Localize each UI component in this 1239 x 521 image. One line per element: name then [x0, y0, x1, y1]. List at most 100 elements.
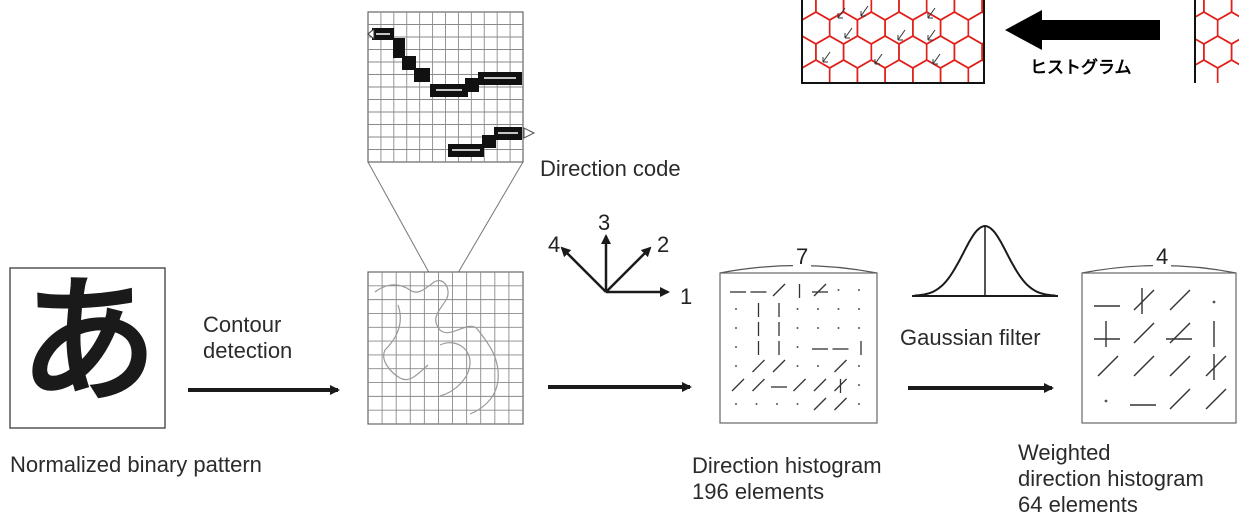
hex-direction-mark — [860, 5, 869, 17]
histogram-mark — [796, 327, 799, 329]
weighted-mark — [1133, 355, 1155, 377]
histogram-mark — [796, 365, 799, 367]
histogram-grid-size-7: 7 — [793, 244, 812, 270]
histogram-mark — [793, 378, 806, 392]
histogram-mark — [858, 289, 860, 291]
hex-cell — [760, 0, 788, 20]
hex-direction-mark — [927, 7, 936, 19]
histogram-mark — [817, 327, 819, 329]
weighted-mark — [1169, 322, 1191, 344]
contour-grid — [367, 271, 524, 425]
histogram-mark — [837, 327, 840, 329]
hex-cell — [953, 0, 983, 21]
weighted-mark — [1169, 388, 1191, 410]
histogram-mark — [817, 308, 819, 310]
hex-cell — [842, 0, 873, 21]
histogram-mark — [858, 403, 860, 405]
hex-cell — [967, 59, 984, 83]
histogram-mark — [813, 378, 827, 392]
histogram-mark — [776, 403, 778, 405]
direction-code-label: Direction code — [540, 156, 681, 181]
hex-cell — [760, 36, 788, 68]
gaussian-curve — [912, 224, 1058, 297]
direction-histogram-label-2: 196 elements — [692, 479, 825, 504]
histogram-mark — [796, 308, 799, 310]
weighted-mark — [1133, 289, 1155, 311]
histogram-jp-label: ヒストグラム — [1030, 58, 1132, 78]
histogram-mark — [735, 327, 737, 329]
hex-cell — [802, 59, 831, 83]
binary-pattern-box — [9, 267, 166, 429]
weighted-mark — [1212, 300, 1216, 304]
hex-cell — [1148, 36, 1176, 68]
histogram-mark — [735, 365, 737, 367]
hex-cell — [1162, 12, 1190, 44]
hex-cell — [981, 41, 984, 63]
axis-label-1: 1 — [680, 284, 693, 309]
histogram-mark — [755, 403, 758, 405]
histogram-mark — [834, 359, 847, 373]
hex-cell — [1230, 0, 1239, 18]
histogram-mark — [837, 289, 840, 291]
hex-direction-mark — [927, 29, 936, 41]
histogram-mark — [735, 308, 737, 310]
histogram-grid-size-4: 4 — [1153, 244, 1172, 270]
histogram-mark — [813, 397, 827, 411]
weighted-histogram-label-3: 64 elements — [1018, 492, 1138, 517]
hex-cell — [912, 59, 942, 83]
hex-cell — [828, 59, 859, 83]
hex-cell — [870, 0, 900, 21]
hex-grid-panel — [760, 0, 985, 84]
weighted-mark — [1169, 355, 1191, 377]
histogram-mark — [731, 378, 745, 392]
direction-code-zoom-grid — [367, 11, 536, 163]
hex-cell — [802, 19, 803, 37]
weighted-histogram-label-1: Weighted — [1018, 440, 1111, 465]
hex-cell — [981, 0, 984, 15]
contour-detection-label-2: detection — [203, 338, 293, 363]
hex-cell — [856, 59, 886, 83]
histogram-mark — [817, 365, 819, 367]
hex-cell — [925, 0, 956, 21]
axis-label-4: 4 — [548, 232, 561, 257]
hex-direction-mark — [844, 27, 853, 39]
direction-axes — [560, 234, 670, 297]
weighted-mark — [1097, 355, 1119, 377]
hex-cell — [898, 0, 928, 21]
weighted-histogram-label-2: direction histogram — [1018, 466, 1204, 491]
histogram-mark — [735, 403, 737, 405]
hex-grid-panel-partial — [1148, 0, 1239, 92]
contour-detection-label-1: Contour — [203, 312, 282, 337]
weighted-mark — [1133, 322, 1155, 344]
direction-histogram-box — [719, 264, 878, 424]
histogram-mark — [772, 359, 786, 373]
hex-cell — [815, 0, 845, 21]
weighted-mark — [1104, 399, 1108, 403]
histogram-mark — [858, 308, 860, 310]
histogram-mark — [813, 283, 827, 297]
hex-direction-mark — [874, 53, 883, 65]
histogram-mark — [752, 378, 765, 392]
hex-direction-mark — [897, 29, 906, 41]
hex-cell — [1216, 59, 1239, 83]
hex-cell — [1148, 0, 1176, 20]
histogram-mark — [796, 403, 799, 405]
axis-label-2: 2 — [657, 232, 670, 257]
histogram-mark — [834, 397, 847, 411]
axis-label-3: 3 — [598, 210, 611, 235]
hex-direction-mark — [822, 51, 831, 63]
weighted-histogram-box — [1081, 264, 1237, 424]
histogram-mark — [735, 346, 737, 348]
weighted-mark — [1205, 388, 1227, 410]
hex-cell — [1162, 60, 1190, 92]
histogram-arrow — [1005, 10, 1160, 50]
histogram-mark — [752, 359, 765, 373]
hex-cell — [1216, 11, 1239, 45]
histogram-mark — [858, 384, 860, 386]
normalized-binary-pattern-label: Normalized binary pattern — [10, 452, 262, 477]
weighted-mark — [1169, 289, 1191, 311]
histogram-mark — [796, 346, 799, 348]
histogram-mark — [837, 308, 840, 310]
histogram-mark — [834, 378, 847, 392]
histogram-mark — [858, 327, 860, 329]
